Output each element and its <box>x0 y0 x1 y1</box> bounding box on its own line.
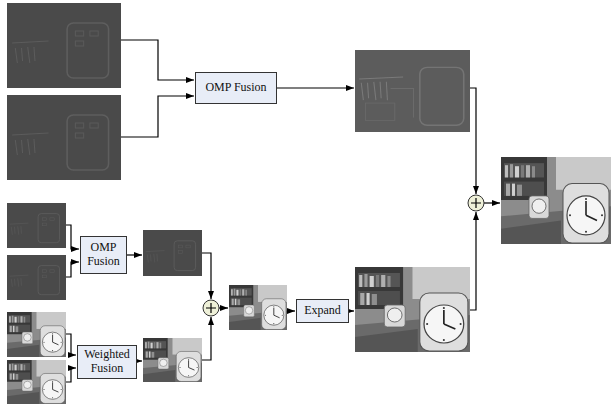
arrow <box>202 317 211 360</box>
arrow <box>484 202 500 203</box>
plus-sign <box>471 198 481 208</box>
arrow <box>137 360 142 361</box>
box-label: OMP Fusion <box>205 81 266 95</box>
process-box: Weighted Fusion <box>77 345 137 379</box>
input-image <box>7 95 121 180</box>
plus-sign <box>206 303 216 313</box>
sum-image <box>229 285 287 330</box>
sum-circle <box>203 300 219 316</box>
fused-image <box>355 50 470 132</box>
arrow <box>277 87 354 88</box>
arrow <box>66 225 79 249</box>
arrow <box>470 88 476 194</box>
process-box: Expand <box>296 299 349 323</box>
expanded-image <box>355 267 470 352</box>
fused-image <box>143 230 202 276</box>
arrow <box>202 253 211 299</box>
input-image <box>7 255 66 300</box>
fused-image <box>143 338 202 382</box>
process-box: OMP Fusion <box>195 72 277 104</box>
arrow <box>66 368 76 382</box>
input-image <box>7 3 121 88</box>
input-image <box>7 312 66 357</box>
box-label: OMP Fusion <box>84 241 123 269</box>
wires <box>66 40 500 382</box>
arrow <box>349 310 354 311</box>
arrow <box>470 212 476 310</box>
arrow <box>121 40 194 80</box>
sum-symbol <box>468 195 484 211</box>
box-label: Expand <box>304 304 341 318</box>
input-image <box>7 203 66 248</box>
arrow <box>121 96 194 137</box>
arrow <box>287 310 295 311</box>
input-image <box>7 360 66 404</box>
arrow <box>66 262 79 277</box>
sum-circle <box>468 195 484 211</box>
process-box: OMP Fusion <box>80 236 127 274</box>
sum-symbol <box>203 300 219 316</box>
box-label: Weighted Fusion <box>81 348 133 376</box>
arrow <box>66 334 76 355</box>
arrow <box>219 307 228 308</box>
result-image <box>501 157 611 244</box>
arrow <box>127 254 142 255</box>
